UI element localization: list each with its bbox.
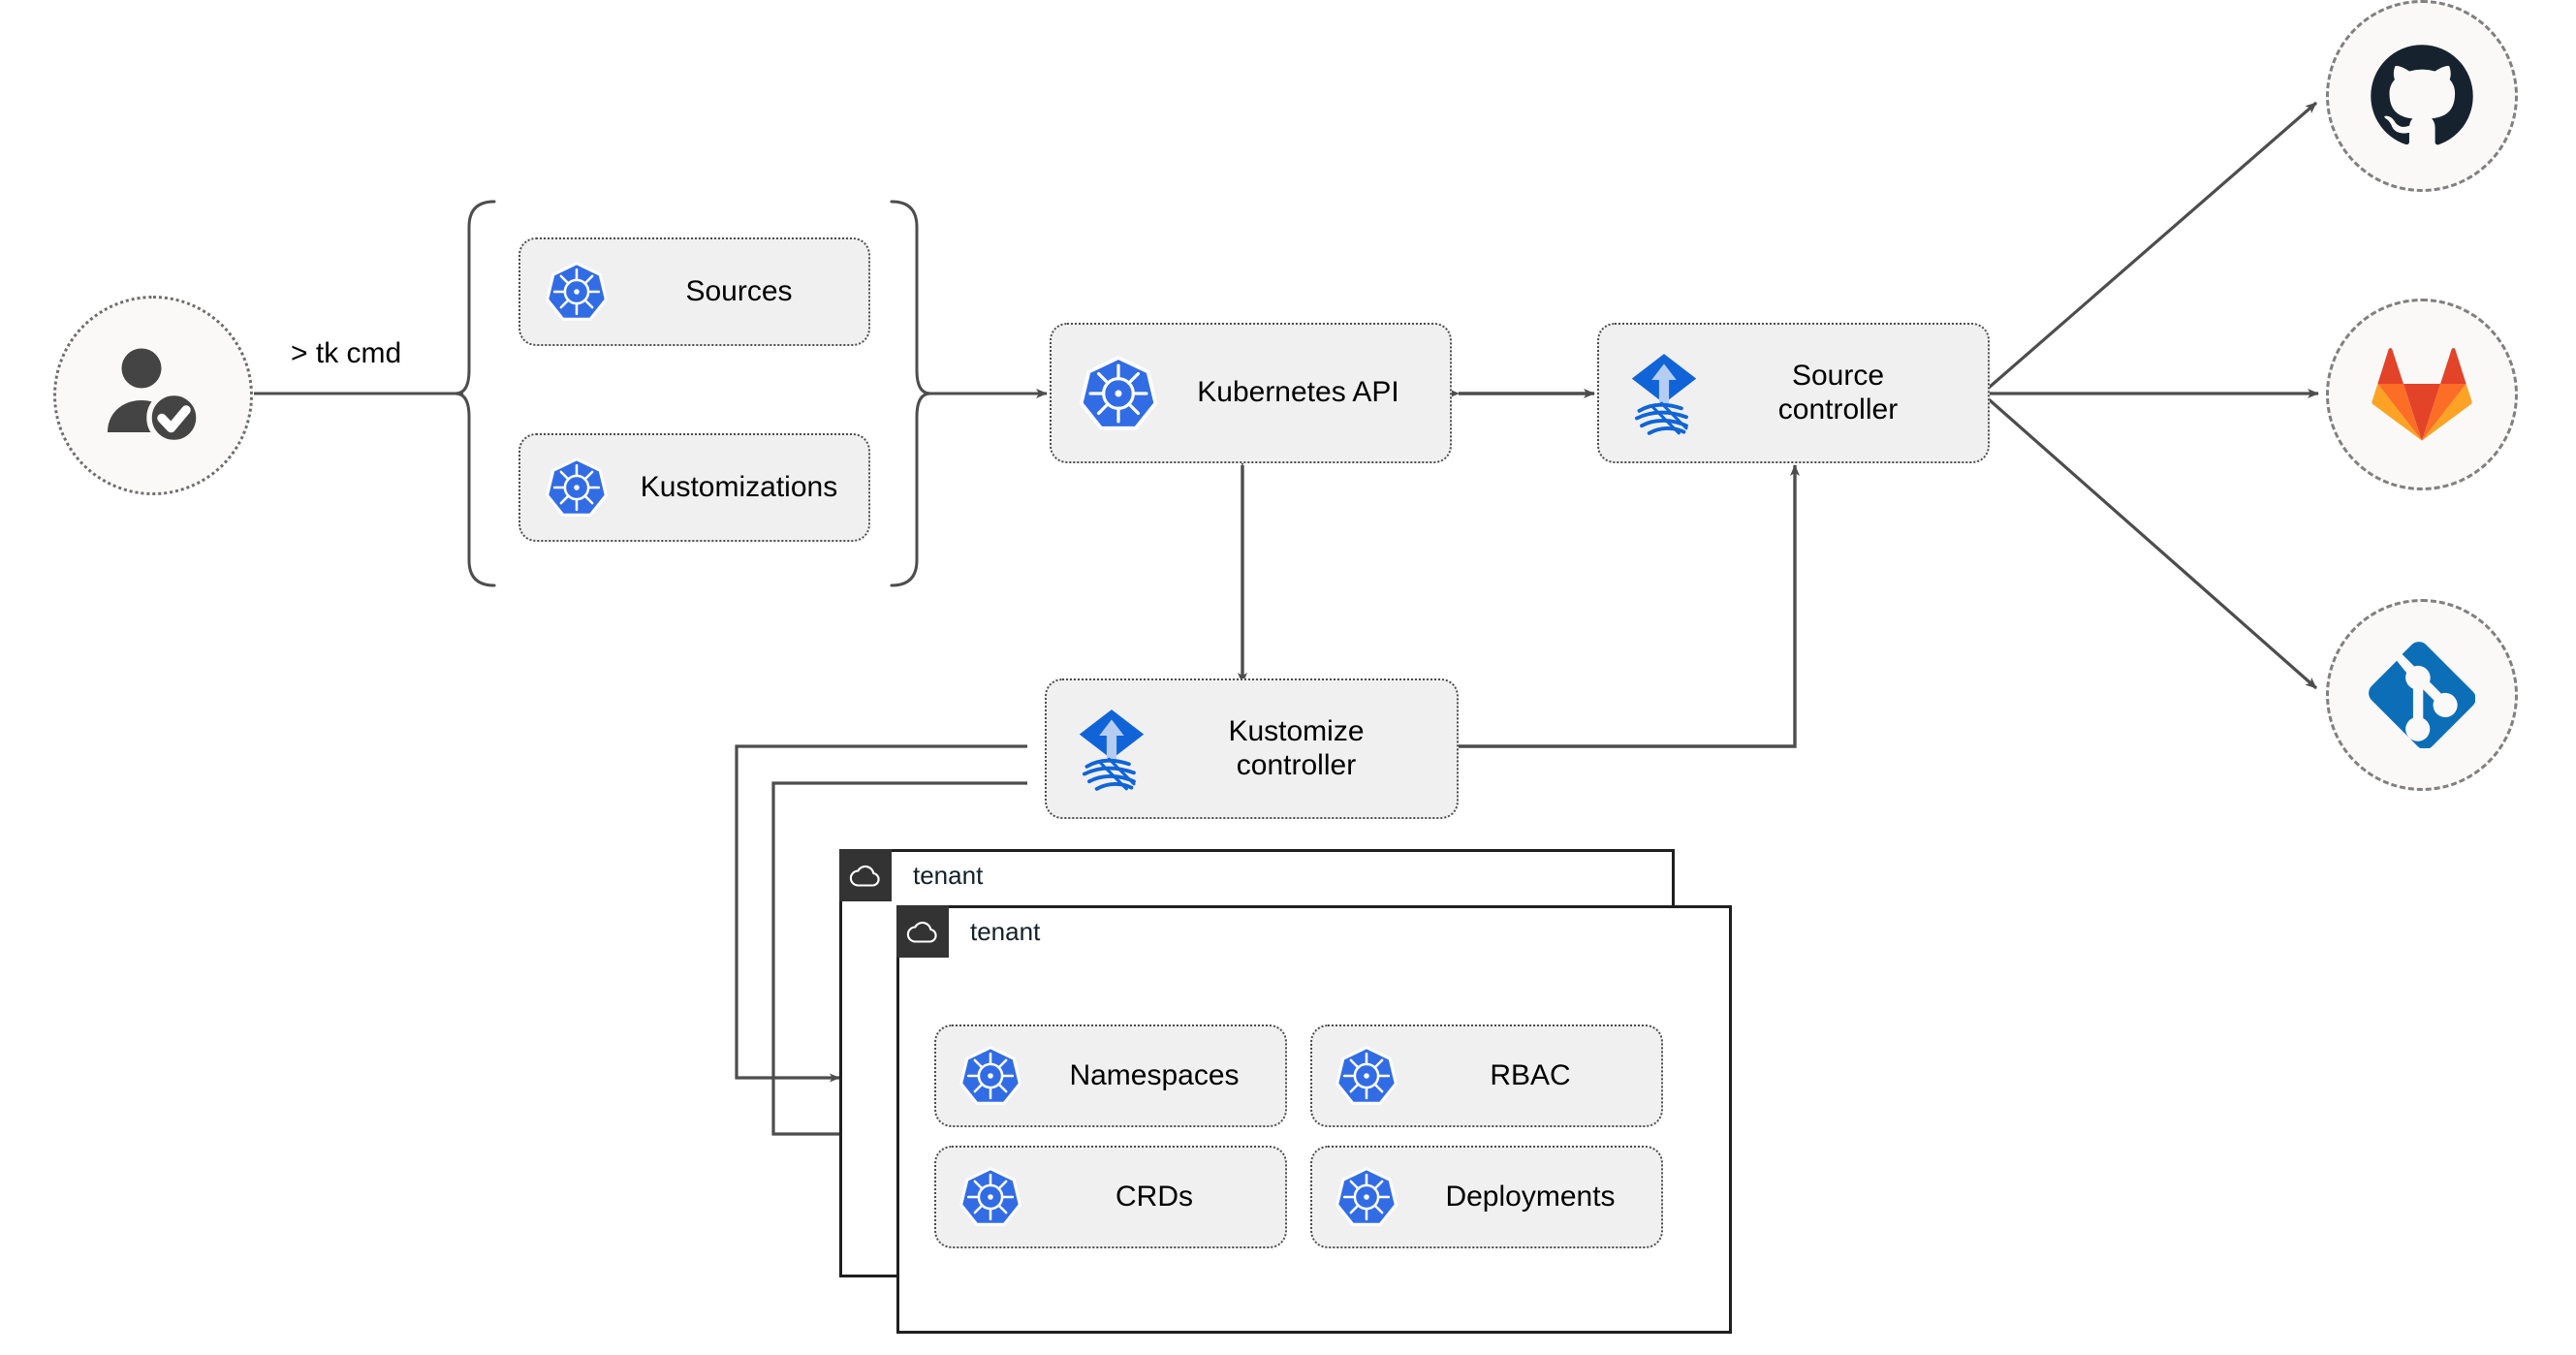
node-label: Kubernetes API xyxy=(1197,376,1399,409)
node-label: Namespaces xyxy=(1069,1058,1240,1091)
command-label: > tk cmd xyxy=(291,337,402,369)
node-kustomizations[interactable]: Kustomizations xyxy=(518,433,870,542)
tenant-header: tenant xyxy=(839,849,983,901)
tenant-inner[interactable]: tenant Namespaces xyxy=(896,905,1732,1334)
kubernetes-icon xyxy=(958,1043,1023,1109)
tenant-header: tenant xyxy=(896,905,1040,958)
node-crds[interactable]: CRDs xyxy=(934,1146,1287,1248)
kubernetes-icon xyxy=(1334,1164,1399,1230)
gitlab-icon xyxy=(2372,348,2472,441)
node-rbac[interactable]: RBAC xyxy=(1310,1024,1663,1127)
kubernetes-icon xyxy=(544,455,610,520)
flux-icon xyxy=(1072,705,1151,794)
kubernetes-icon xyxy=(1077,352,1160,435)
user-check-icon xyxy=(108,348,202,446)
user-node[interactable] xyxy=(53,296,253,495)
node-label: Kustomize controller xyxy=(1228,714,1365,781)
node-sources[interactable]: Sources xyxy=(518,237,870,346)
node-label: Sources xyxy=(685,274,793,307)
kubernetes-icon xyxy=(544,259,610,325)
cloud-icon xyxy=(896,905,949,958)
flux-icon xyxy=(1624,349,1704,438)
node-label: Deployments xyxy=(1445,1180,1616,1213)
cloud-icon xyxy=(839,849,892,901)
node-label: Kustomizations xyxy=(640,470,838,503)
kubernetes-icon xyxy=(1334,1043,1399,1109)
kubernetes-icon xyxy=(958,1164,1023,1230)
node-label: CRDs xyxy=(1115,1180,1193,1213)
node-deployments[interactable]: Deployments xyxy=(1310,1146,1663,1248)
node-gitlab[interactable] xyxy=(2326,299,2518,490)
node-kustomize-controller[interactable]: Kustomize controller xyxy=(1045,678,1459,819)
git-icon xyxy=(2369,642,2475,748)
node-github[interactable] xyxy=(2326,0,2518,192)
node-kubernetes-api[interactable]: Kubernetes API xyxy=(1050,323,1452,463)
node-label: RBAC xyxy=(1490,1058,1571,1091)
tenant-label: tenant xyxy=(970,916,1041,946)
node-source-controller[interactable]: Source controller xyxy=(1597,323,1990,463)
node-namespaces[interactable]: Namespaces xyxy=(934,1024,1287,1127)
node-git[interactable] xyxy=(2326,599,2518,791)
tenant-label: tenant xyxy=(913,860,984,890)
github-icon xyxy=(2371,45,2473,145)
node-label: Source controller xyxy=(1777,359,1899,425)
